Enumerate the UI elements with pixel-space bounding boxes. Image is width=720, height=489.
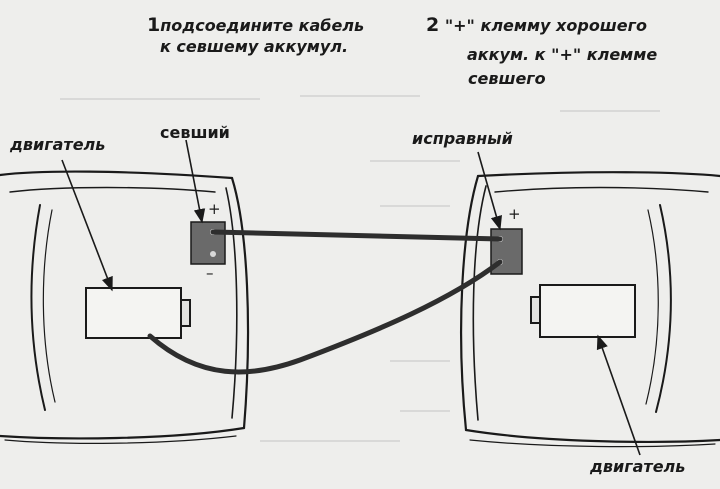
step2-text-line2: аккум. к "+" клемме xyxy=(467,45,658,64)
background-texture xyxy=(60,95,660,442)
step1-number: 1 xyxy=(147,14,161,36)
step2-line1: 2 "+" клемму хорошего xyxy=(426,16,647,35)
ground-cable xyxy=(147,259,503,375)
step2-text-line1: "+" клемму хорошего xyxy=(444,16,647,35)
good-battery-plus: + xyxy=(508,205,521,223)
right-car xyxy=(460,171,720,448)
step2-number: 2 xyxy=(426,14,440,36)
dead-battery-minus: – xyxy=(206,264,214,282)
arrow-engine-left xyxy=(61,159,113,292)
step2-text-line3: севшего xyxy=(468,69,546,88)
left-car xyxy=(0,170,250,444)
dead-battery-plus: + xyxy=(208,200,221,218)
label-good-battery: исправный xyxy=(412,129,513,148)
left-engine xyxy=(85,287,191,339)
step1-text-line1: подсоедините кабель xyxy=(160,16,365,35)
arrow-engine-right xyxy=(596,334,641,456)
arrow-good-battery xyxy=(477,151,502,231)
step1-text-line2: к севшему аккумул. xyxy=(160,37,349,56)
label-engine-left: двигатель xyxy=(10,135,106,154)
arrow-dead-battery xyxy=(185,139,206,224)
step1-line1: 1подсоедините кабель xyxy=(147,16,364,35)
label-dead-battery: севший xyxy=(160,123,230,142)
right-engine xyxy=(530,284,636,338)
positive-cable xyxy=(210,229,503,242)
dead-battery xyxy=(190,221,226,265)
label-engine-right: двигатель xyxy=(590,457,686,476)
